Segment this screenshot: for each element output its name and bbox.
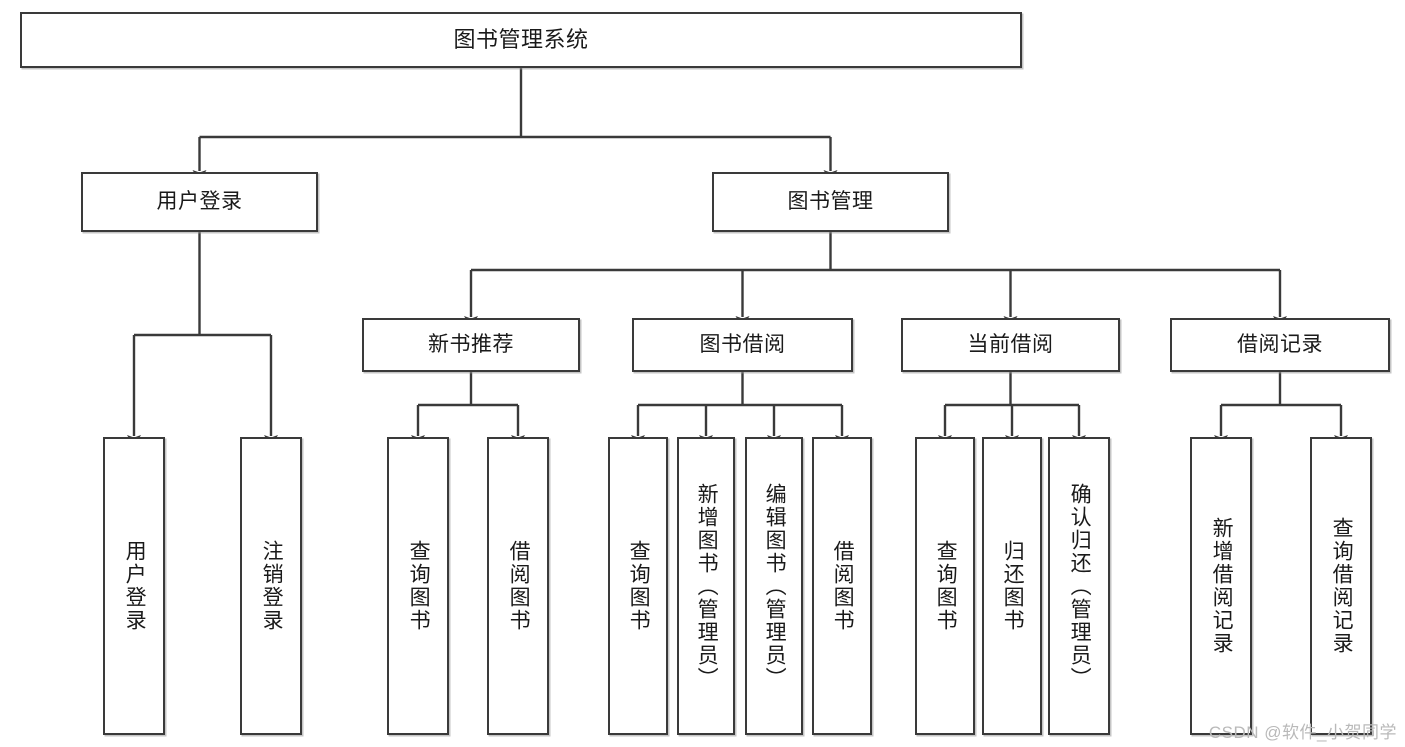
leaf-current-return-book-label: 归还图书	[1001, 540, 1025, 632]
leaf-new-borrow-book-label: 借阅图书	[507, 540, 531, 632]
node-book-borrow[interactable]: 图书借阅	[632, 318, 853, 372]
node-new-book-recommend[interactable]: 新书推荐	[362, 318, 580, 372]
leaf-current-confirm-return-label: 确认归还（管理员）	[1068, 482, 1092, 690]
node-current-borrow-label: 当前借阅	[967, 332, 1054, 356]
node-user-login-module[interactable]: 用户登录	[81, 172, 318, 232]
leaf-record-query-label: 查询借阅记录	[1330, 517, 1354, 655]
leaf-current-query-book[interactable]: 查询图书	[915, 437, 975, 735]
leaf-borrow-borrow-book[interactable]: 借阅图书	[812, 437, 872, 735]
leaf-borrow-edit-book[interactable]: 编辑图书（管理员）	[745, 437, 803, 735]
leaf-record-add[interactable]: 新增借阅记录	[1190, 437, 1252, 735]
leaf-user-login[interactable]: 用户登录	[103, 437, 165, 735]
node-borrow-record-label: 借阅记录	[1237, 332, 1323, 356]
node-book-management-module-label: 图书管理	[787, 189, 874, 213]
leaf-borrow-add-book-label: 新增图书（管理员）	[695, 482, 719, 690]
node-root-label: 图书管理系统	[453, 27, 589, 53]
node-user-login-module-label: 用户登录	[156, 189, 243, 213]
leaf-borrow-query-book-label: 查询图书	[627, 540, 651, 632]
leaf-new-borrow-book[interactable]: 借阅图书	[487, 437, 549, 735]
leaf-borrow-query-book[interactable]: 查询图书	[608, 437, 668, 735]
leaf-current-return-book[interactable]: 归还图书	[982, 437, 1042, 735]
node-book-management-module[interactable]: 图书管理	[712, 172, 949, 232]
node-new-book-recommend-label: 新书推荐	[428, 332, 514, 356]
leaf-record-query[interactable]: 查询借阅记录	[1310, 437, 1372, 735]
leaf-user-logout-label: 注销登录	[260, 540, 284, 632]
leaf-borrow-borrow-book-label: 借阅图书	[831, 540, 855, 632]
leaf-new-query-book-label: 查询图书	[407, 540, 431, 632]
leaf-current-confirm-return[interactable]: 确认归还（管理员）	[1048, 437, 1110, 735]
leaf-borrow-edit-book-label: 编辑图书（管理员）	[763, 482, 787, 690]
leaf-record-add-label: 新增借阅记录	[1210, 517, 1234, 655]
leaf-borrow-add-book[interactable]: 新增图书（管理员）	[677, 437, 735, 735]
leaf-current-query-book-label: 查询图书	[934, 540, 958, 632]
node-root[interactable]: 图书管理系统	[20, 12, 1022, 68]
leaf-user-login-label: 用户登录	[123, 540, 147, 632]
node-book-borrow-label: 图书借阅	[699, 332, 786, 356]
node-borrow-record[interactable]: 借阅记录	[1170, 318, 1390, 372]
leaf-new-query-book[interactable]: 查询图书	[387, 437, 449, 735]
node-current-borrow[interactable]: 当前借阅	[901, 318, 1120, 372]
leaf-user-logout[interactable]: 注销登录	[240, 437, 302, 735]
